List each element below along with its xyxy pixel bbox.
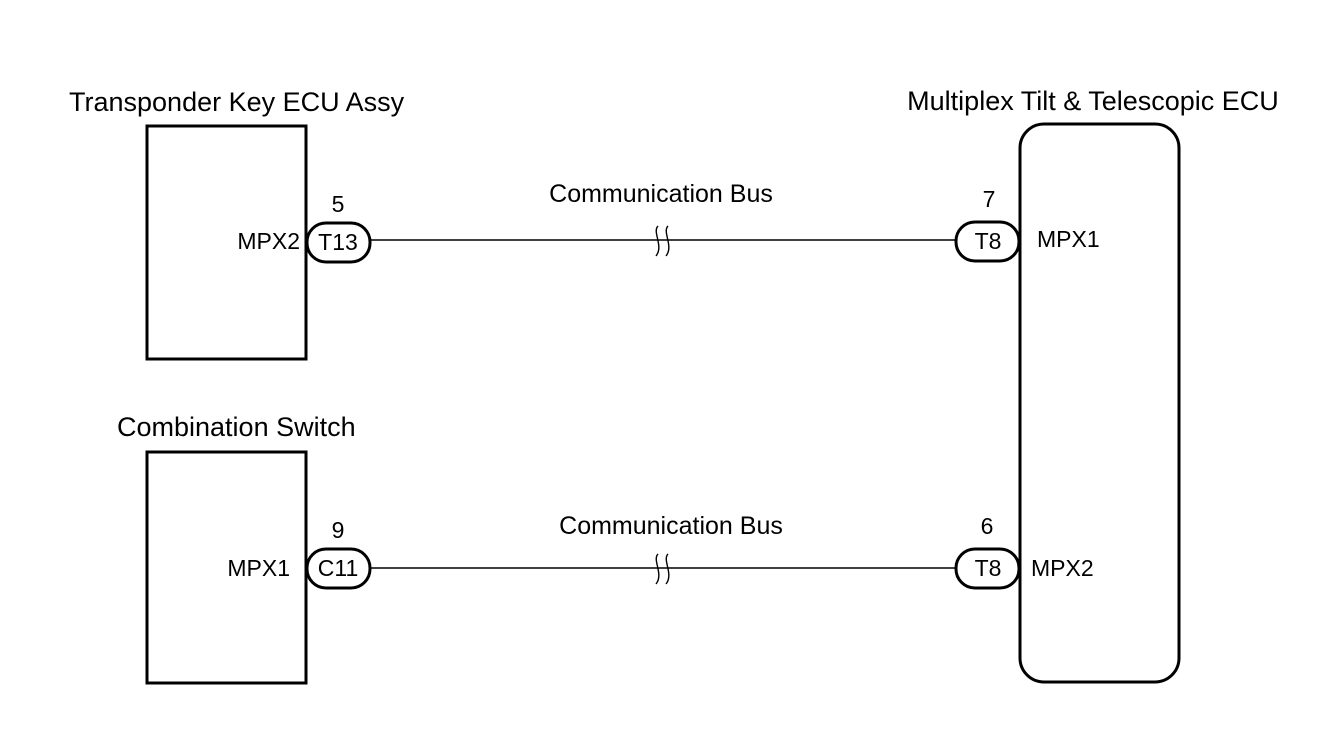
t13-pin-number: 5 (332, 191, 345, 217)
tilt-ecu-pin-label-bottom: MPX2 (1031, 555, 1094, 581)
c11-pin-number: 9 (332, 517, 345, 543)
connector-t8-top (954, 220, 1021, 263)
bottom-wire-break-right (665, 553, 670, 585)
t8-top-pin-number: 7 (983, 186, 996, 212)
t8-top-code: T8 (975, 228, 1002, 254)
t13-code: T13 (318, 229, 358, 255)
transponder-ecu-title: Transponder Key ECU Assy (69, 87, 405, 117)
transponder-pin-label: MPX2 (237, 228, 300, 254)
bottom-bus-label: Communication Bus (559, 512, 783, 540)
top-wire-break-left (655, 225, 660, 257)
top-bus-label: Communication Bus (549, 180, 773, 208)
t8-bottom-code: T8 (975, 555, 1002, 581)
tilt-ecu-title: Multiplex Tilt & Telescopic ECU (907, 86, 1279, 116)
tilt-ecu-box (1018, 122, 1181, 684)
t8-bottom-pin-number: 6 (981, 513, 994, 539)
c11-code: C11 (318, 555, 359, 581)
bottom-wire-break-left (655, 553, 660, 585)
top-wire-break-right (665, 225, 670, 257)
combination-pin-label: MPX1 (227, 555, 290, 581)
connector-t13 (305, 221, 372, 264)
tilt-ecu-pin-label-top: MPX1 (1037, 226, 1100, 252)
combination-switch-title: Combination Switch (117, 412, 356, 442)
connector-t8-bottom (954, 547, 1021, 590)
